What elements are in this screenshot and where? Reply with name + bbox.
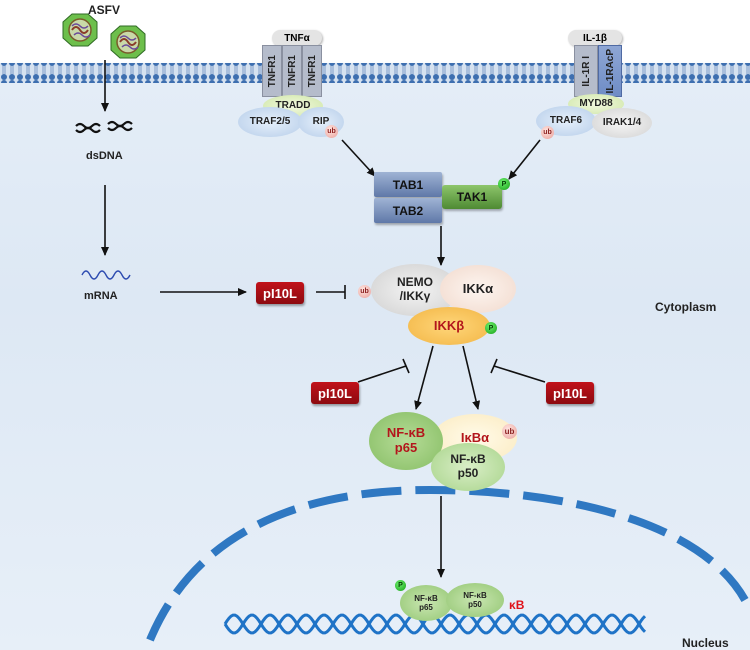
tab1-protein: TAB1 xyxy=(374,172,442,197)
phosphate-badge: P xyxy=(485,322,497,334)
dsdna-label: dsDNA xyxy=(86,150,123,162)
il1r-receptor: IL-1R I xyxy=(574,45,598,97)
inhibit-pi10l-left xyxy=(357,365,407,383)
nfkb-p50-protein: NF-κB p50 xyxy=(431,443,505,491)
cytoplasm-label: Cytoplasm xyxy=(655,300,717,314)
ubiquitin-badge: ub xyxy=(541,126,554,139)
irak14-protein: IRAK1/4 xyxy=(592,108,652,138)
tnfr1-receptor: TNFR1 xyxy=(282,45,302,97)
traf25-protein: TRAF2/5 xyxy=(238,107,302,137)
arrow-traf6-tak1 xyxy=(508,139,541,180)
tnfr1-receptor: TNFR1 xyxy=(302,45,322,97)
il1b-ligand: IL-1β xyxy=(568,30,622,46)
phosphate-badge: P xyxy=(498,178,510,190)
nfkb-p65-protein: NF-κB p65 xyxy=(369,412,443,470)
tnfr1-receptor: TNFR1 xyxy=(262,45,282,97)
nuclear-nfkb-p65: NF-κB p65 xyxy=(400,585,452,621)
arrow-rip-tab xyxy=(341,139,376,177)
mrna-label: mRNA xyxy=(84,290,118,302)
dsdna-glyph xyxy=(75,120,133,134)
ubiquitin-badge: ub xyxy=(358,285,371,298)
pi10l-box: pI10L xyxy=(256,282,304,304)
tnfa-ligand: TNFα xyxy=(272,30,322,46)
kb-site-label: κB xyxy=(509,598,525,612)
tak1-protein: TAK1 xyxy=(442,185,502,209)
asfv-virion-icon xyxy=(62,13,98,47)
ubiquitin-badge: ub xyxy=(502,424,517,439)
pi10l-box: pI10L xyxy=(546,382,594,404)
signal-arrows xyxy=(101,60,541,578)
inhibit-pi10l-right xyxy=(493,365,546,383)
tab2-protein: TAB2 xyxy=(374,198,442,223)
arrow-ikkb-ikba xyxy=(462,345,481,410)
asfv-virion-icon xyxy=(110,25,146,59)
mrna-glyph xyxy=(81,270,131,280)
pi10l-box: pI10L xyxy=(311,382,359,404)
nucleus-label: Nucleus xyxy=(682,636,729,650)
asfv-label: ASFV xyxy=(88,3,121,17)
il1racp-receptor: IL-1RAcP xyxy=(598,45,622,97)
ubiquitin-badge: ub xyxy=(325,125,338,138)
cell-membrane xyxy=(0,63,750,83)
nuclear-envelope xyxy=(146,485,749,642)
ikkb-protein: IKKβ xyxy=(408,307,490,345)
inhibition-lines xyxy=(316,285,546,383)
ikka-protein: IKKα xyxy=(440,265,516,313)
arrow-ikkb-p65 xyxy=(414,345,434,410)
phosphate-badge: P xyxy=(395,580,406,591)
nuclear-nfkb-p50: NF-κB p50 xyxy=(446,583,504,617)
